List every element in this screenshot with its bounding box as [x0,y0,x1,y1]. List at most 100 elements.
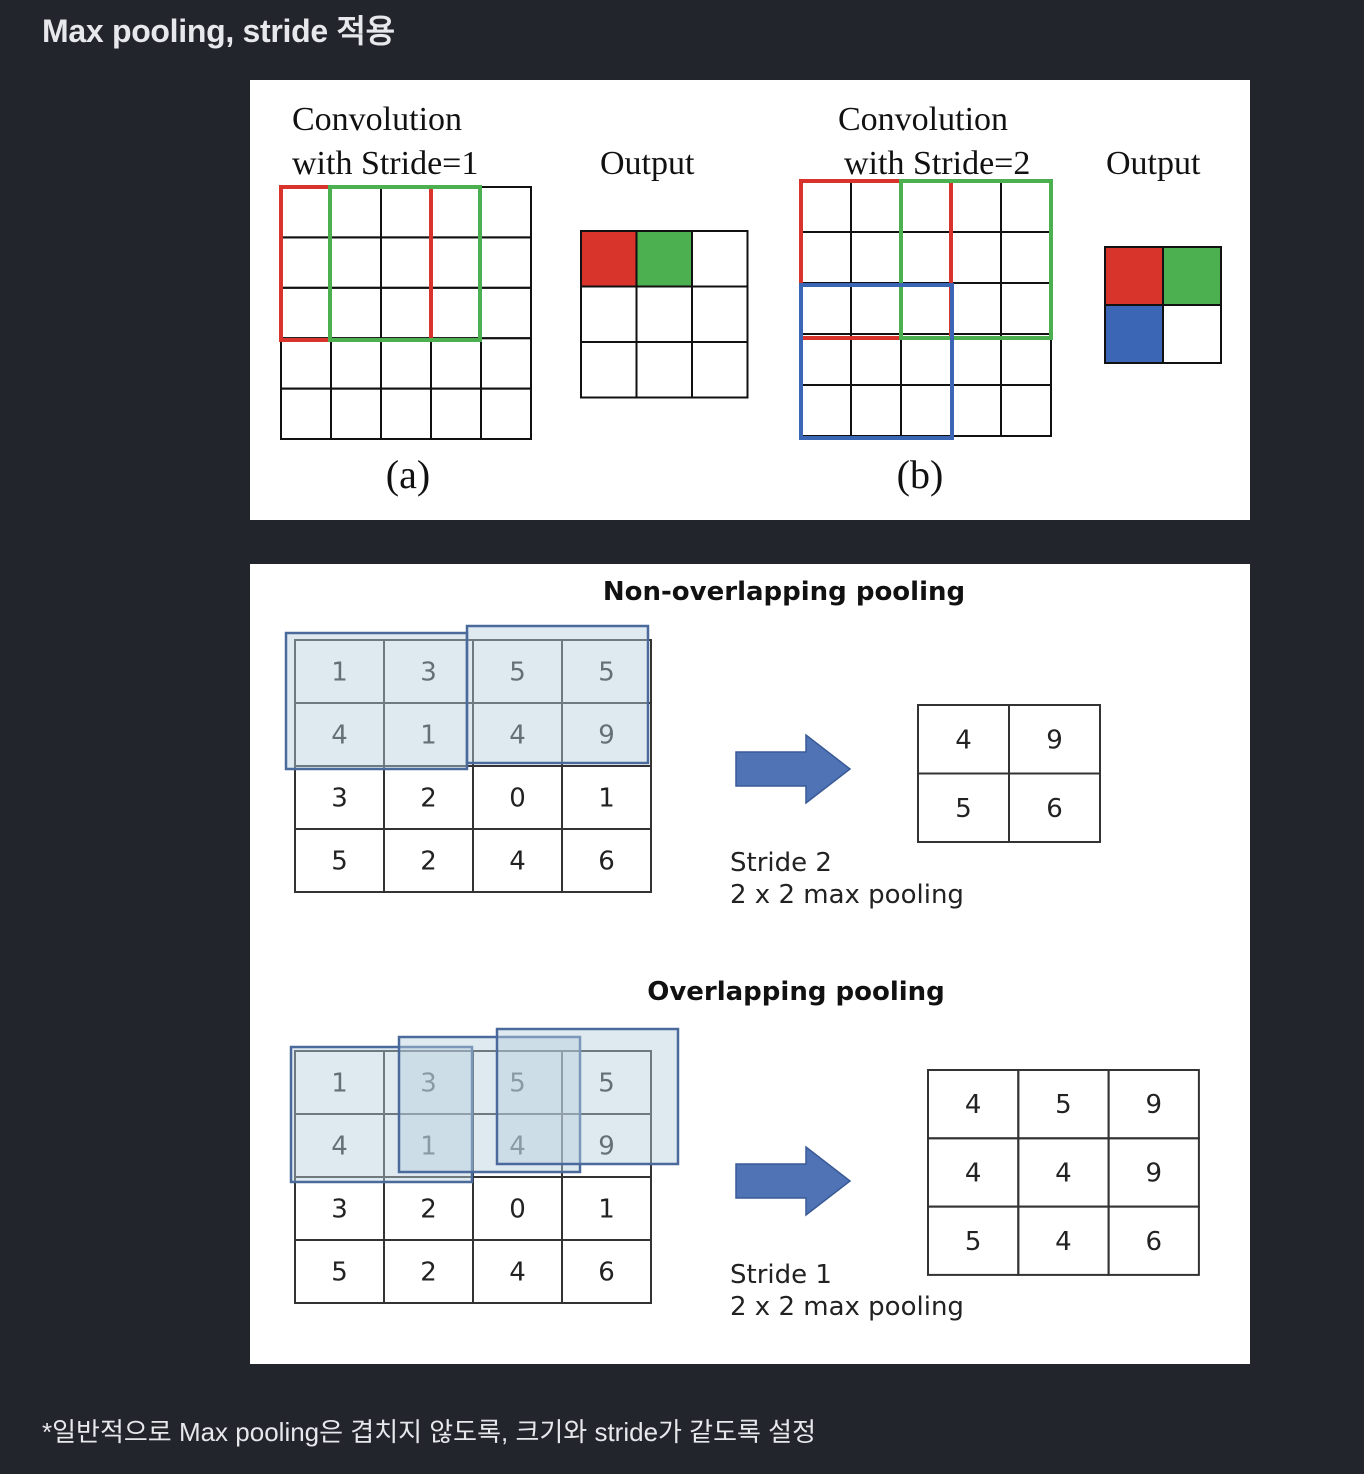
non-overlapping-stride-label: Stride 2 [730,848,832,878]
overlapping-input-value: 1 [598,1195,615,1225]
stride1-input-cell [380,236,432,289]
stride2-input-cell [900,384,952,437]
stride2-input-cell [900,282,952,335]
overlapping-output-value: 4 [965,1158,982,1188]
left-title-line2: with Stride=1 [292,145,478,182]
overlapping-output-value: 9 [1145,1158,1162,1188]
stride1-input-cell [430,286,482,340]
stride2-input-cell [800,384,852,437]
stride1-input-cell [480,337,532,390]
left-output-label: Output [600,145,695,182]
non-overlapping-output-value: 5 [955,794,972,824]
overlapping-input-value: 6 [598,1258,615,1288]
non-overlapping-output-value: 6 [1046,794,1063,824]
non-overlapping-input-value: 0 [509,784,526,814]
stride1-output-cell [635,341,693,399]
overlapping-output-value: 9 [1145,1090,1162,1120]
non-overlapping-input-value: 3 [420,658,437,688]
non-overlapping-arrow-icon [735,733,852,805]
stride2-input-cell [950,384,1002,437]
non-overlapping-input-value: 5 [598,658,615,688]
overlapping-output-value: 6 [1145,1227,1162,1257]
stride2-blue-window [799,283,954,440]
right-output-label: Output [1106,145,1201,182]
right-title-line1: Convolution [838,101,1008,138]
stride1-input-cell [430,387,482,441]
overlapping-input-value: 2 [420,1258,437,1288]
non-overlapping-input-value: 4 [331,721,348,751]
stride-diagram-panel: Convolution with Stride=1 Output (a) Con… [250,80,1250,520]
stride1-output-green-cell [636,231,692,287]
stride1-input-cell [430,337,482,390]
stride2-input-cell [1000,180,1052,233]
stride2-input-cell [850,231,902,284]
stride2-output-red-cell [1105,247,1163,305]
left-caption: (a) [386,452,430,497]
right-title-line2: with Stride=2 [844,145,1030,182]
stride2-input-cell [800,282,852,335]
stride1-input-cell [330,186,382,239]
stride1-output-cell [580,341,638,399]
stride2-output-blue-cell [1105,305,1163,363]
stride2-input-cell [850,333,902,386]
non-overlapping-input-value: 1 [331,658,348,688]
overlapping-input-value: 1 [331,1069,348,1099]
stride2-input-cell [1000,231,1052,284]
stride2-green-window [899,179,1053,340]
overlapping-input-value: 0 [509,1195,526,1225]
stride1-output-cell [580,285,638,343]
stride1-input-cell [380,186,432,239]
stride1-input-cell [280,186,332,239]
stride1-red-window [279,185,433,342]
stride1-output-cell [635,285,693,343]
overlapping-stride-label: Stride 1 [730,1260,832,1290]
non-overlapping-input-value: 2 [420,847,437,877]
stride1-input-cell [330,337,382,390]
non-overlapping-window-1 [284,631,469,771]
stride1-output-cell [691,230,749,288]
stride1-input-cell [280,387,332,441]
stride1-input-cell [480,387,532,441]
stride1-input-cell [380,286,432,340]
overlapping-output-value: 4 [965,1090,982,1120]
stride2-output-green-cell [1163,247,1221,305]
overlapping-input-value: 4 [509,1258,526,1288]
stride1-output-cell [691,285,749,343]
stride1-input-cell [280,286,332,340]
pooling-diagram-panel: Non-overlapping pooling Stride 2 2 x 2 m… [250,564,1250,1364]
overlapping-input-value: 4 [509,1132,526,1162]
overlapping-input-value: 2 [420,1195,437,1225]
overlapping-input-value: 5 [598,1069,615,1099]
non-overlapping-input-value: 6 [598,847,615,877]
pooling-diagram: Non-overlapping pooling Stride 2 2 x 2 m… [284,577,1200,1322]
non-overlapping-input-value: 9 [598,721,615,751]
overlapping-pool-label: 2 x 2 max pooling [730,1292,964,1322]
non-overlapping-title: Non-overlapping pooling [603,577,965,607]
stride1-input-cell [380,387,432,441]
stride1-input-cell [330,286,382,340]
stride2-input-cell [800,231,852,284]
overlapping-input-value: 5 [509,1069,526,1099]
overlapping-output-value: 4 [1055,1158,1072,1188]
stride1-input-cell [480,236,532,289]
non-overlapping-input-value: 4 [509,847,526,877]
overlapping-input-cell [561,1239,652,1304]
page-title: Max pooling, stride 적용 [42,13,395,49]
non-overlapping-input-cell [561,828,652,893]
left-title-line1: Convolution [292,101,462,138]
overlapping-arrow-icon [735,1145,852,1217]
non-overlapping-input-value: 3 [331,784,348,814]
non-overlapping-input-value: 5 [331,847,348,877]
stride2-input-cell [900,231,952,284]
stride2-input-cell [900,180,952,233]
non-overlapping-input-value: 1 [598,784,615,814]
stride1-input-cell [280,337,332,390]
stride1-input-cell [380,337,432,390]
stride1-input-cell [330,387,382,441]
stride1-input-cell [480,186,532,239]
stride2-input-cell [800,333,852,386]
stride2-input-cell [850,282,902,335]
stride1-input-cell [480,286,532,340]
stride-diagram: Convolution with Stride=1 Output (a) Con… [279,101,1222,497]
